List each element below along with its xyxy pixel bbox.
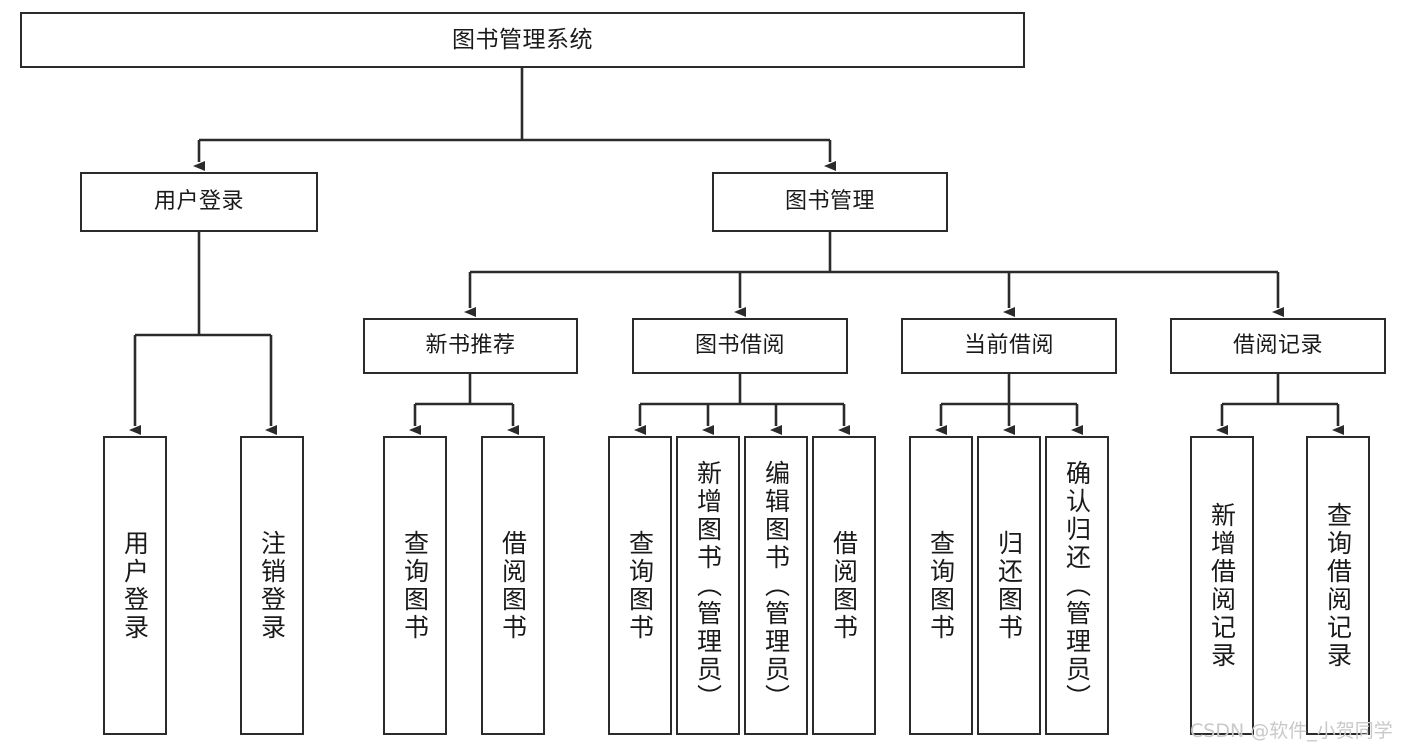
leaf-add-record-label: 新增借阅记录: [1207, 501, 1237, 670]
leaf-query-book-2[interactable]: 查询图书: [608, 436, 672, 735]
leaf-logout-login[interactable]: 注销登录: [240, 436, 304, 735]
node-book-borrow[interactable]: 图书借阅: [632, 318, 848, 374]
leaf-query-book-3[interactable]: 查询图书: [909, 436, 973, 735]
node-book-borrow-label: 图书借阅: [694, 333, 785, 359]
node-current-borrow[interactable]: 当前借阅: [901, 318, 1117, 374]
node-root-system[interactable]: 图书管理系统: [20, 12, 1025, 68]
leaf-user-login[interactable]: 用户登录: [103, 436, 167, 735]
node-new-book-recommend-label: 新书推荐: [425, 333, 516, 359]
leaf-confirm-return-label: 确认归还（管理员）: [1062, 459, 1092, 712]
leaf-borrow-book-1[interactable]: 借阅图书: [481, 436, 545, 735]
node-root-label: 图书管理系统: [452, 26, 593, 53]
node-current-borrow-label: 当前借阅: [963, 333, 1054, 359]
node-user-login[interactable]: 用户登录: [80, 172, 318, 232]
leaf-edit-book[interactable]: 编辑图书（管理员）: [744, 436, 808, 735]
leaf-borrow-book-2-label: 借阅图书: [829, 529, 859, 642]
node-new-book-recommend[interactable]: 新书推荐: [363, 318, 578, 374]
leaf-query-record-label: 查询借阅记录: [1323, 501, 1353, 670]
leaf-return-book[interactable]: 归还图书: [977, 436, 1041, 735]
node-borrow-record[interactable]: 借阅记录: [1170, 318, 1386, 374]
leaf-add-record[interactable]: 新增借阅记录: [1190, 436, 1254, 735]
leaf-query-book-3-label: 查询图书: [926, 529, 956, 642]
leaf-edit-book-label: 编辑图书（管理员）: [761, 459, 791, 712]
leaf-user-login-label: 用户登录: [120, 529, 150, 642]
leaf-query-book-1[interactable]: 查询图书: [383, 436, 447, 735]
node-user-login-label: 用户登录: [153, 189, 244, 215]
leaf-return-book-label: 归还图书: [994, 529, 1024, 642]
csdn-watermark: CSDN @软件_小贺同学: [1190, 720, 1393, 742]
leaf-query-book-1-label: 查询图书: [400, 529, 430, 642]
leaf-add-book-label: 新增图书（管理员）: [693, 459, 723, 712]
leaf-logout-login-label: 注销登录: [257, 529, 287, 642]
node-borrow-record-label: 借阅记录: [1232, 333, 1323, 359]
leaf-borrow-book-1-label: 借阅图书: [498, 529, 528, 642]
leaf-query-record[interactable]: 查询借阅记录: [1306, 436, 1370, 735]
node-book-management[interactable]: 图书管理: [712, 172, 948, 232]
leaf-add-book[interactable]: 新增图书（管理员）: [676, 436, 740, 735]
leaf-borrow-book-2[interactable]: 借阅图书: [812, 436, 876, 735]
leaf-confirm-return[interactable]: 确认归还（管理员）: [1045, 436, 1109, 735]
leaf-query-book-2-label: 查询图书: [625, 529, 655, 642]
node-book-management-label: 图书管理: [784, 189, 875, 215]
